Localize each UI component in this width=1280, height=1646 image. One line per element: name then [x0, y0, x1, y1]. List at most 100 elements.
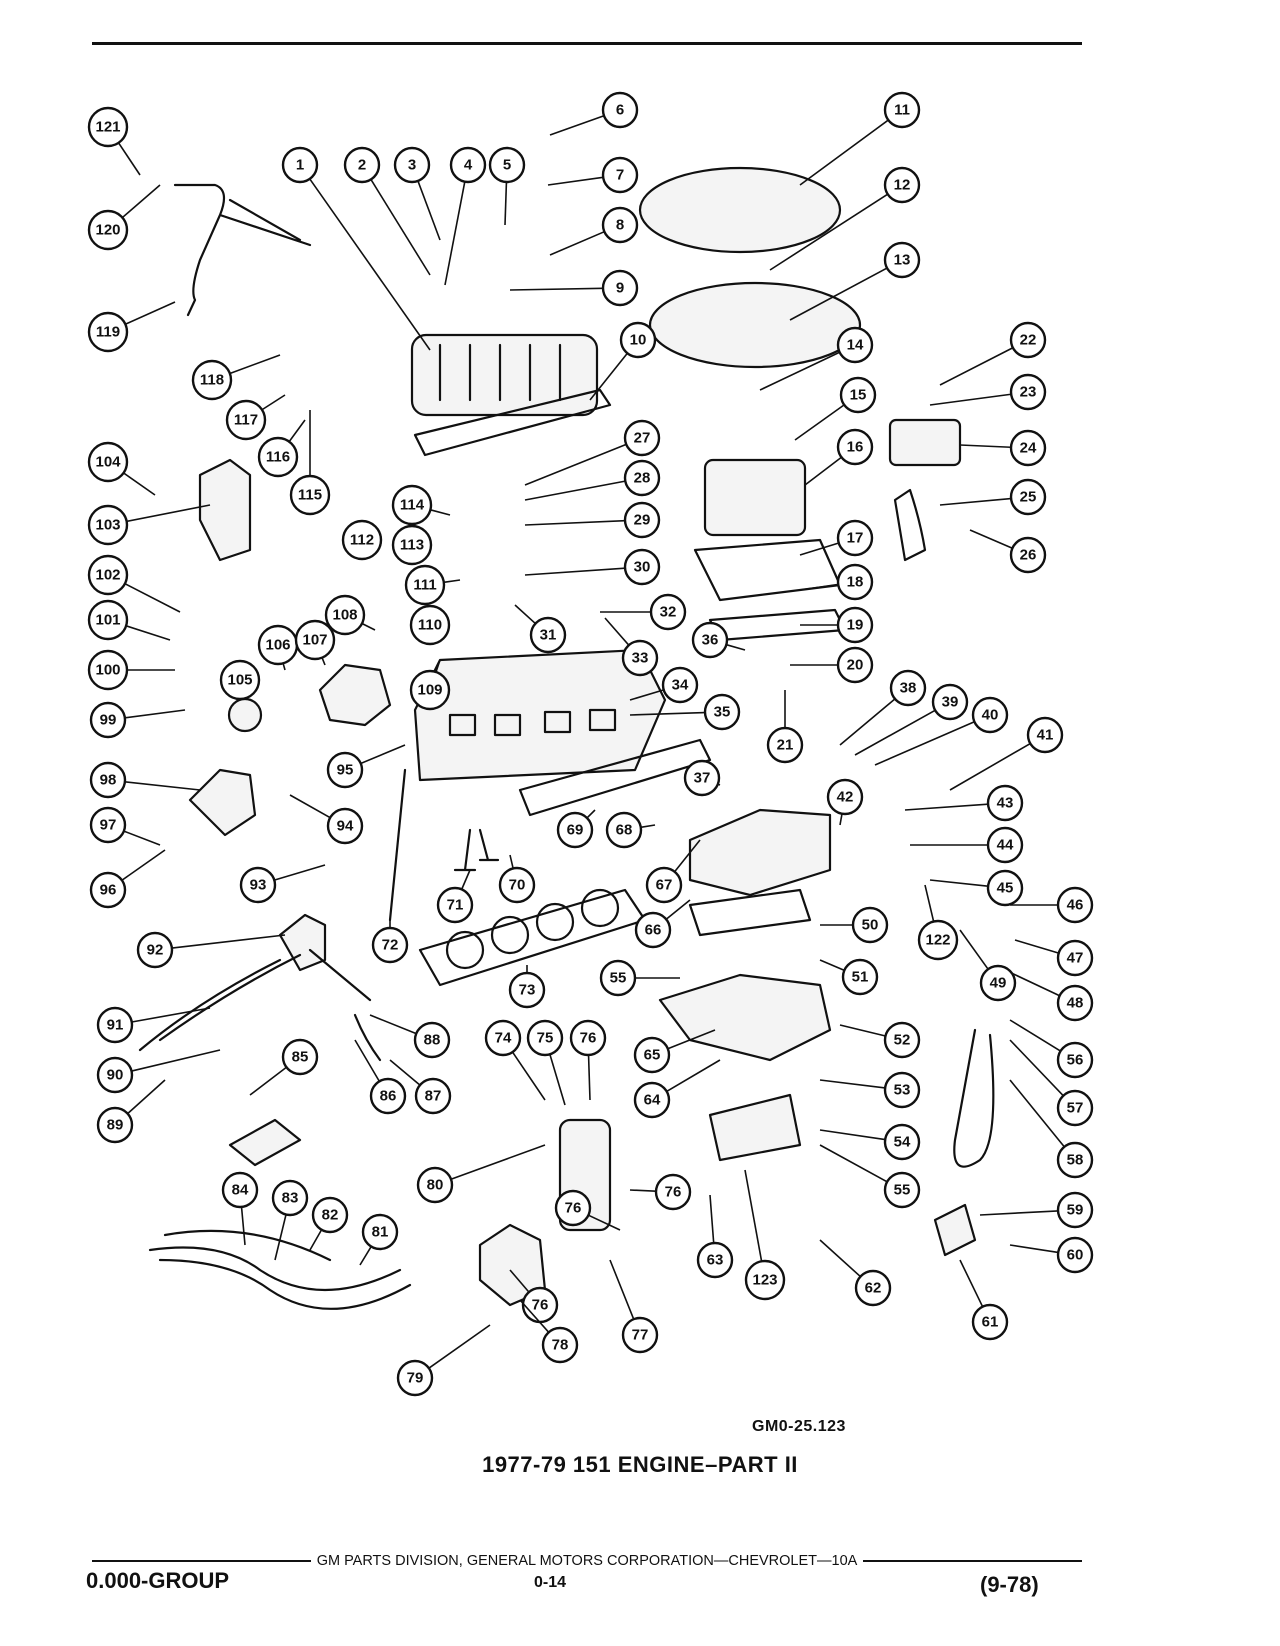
thermostat-part — [227, 697, 263, 733]
callout-74: 74 — [484, 1019, 546, 1101]
callout-circle — [971, 1303, 1009, 1341]
callout-circle — [1009, 536, 1047, 574]
callout-circle — [1056, 1041, 1094, 1079]
pushrod-part — [388, 768, 407, 922]
callout-number: 81 — [372, 1224, 389, 1241]
footer-group: 0.000-GROUP — [86, 1568, 230, 1593]
callout-12: 12 — [769, 166, 921, 271]
callout-leader-line — [804, 456, 842, 486]
part-illustrations — [138, 166, 995, 1310]
callout-43: 43 — [904, 784, 1024, 822]
dipstick-tube-part — [953, 1028, 995, 1168]
callout-circle — [361, 1213, 399, 1251]
callout-circle — [836, 646, 874, 684]
callout-leader-line — [604, 617, 630, 646]
callout-leader-line — [924, 884, 935, 922]
callout-94: 94 — [289, 794, 364, 845]
callout-number: 90 — [107, 1067, 124, 1084]
callout-76: 76 — [569, 1019, 607, 1101]
callout-110: 110 — [409, 604, 451, 646]
callout-26: 26 — [969, 529, 1047, 574]
callout-leader-line — [799, 542, 839, 556]
callout-circle — [89, 701, 127, 739]
callout-number: 76 — [565, 1200, 582, 1217]
callout-circle — [889, 669, 927, 707]
callout-number: 115 — [298, 487, 322, 504]
callout-number: 44 — [997, 837, 1014, 854]
callout-leader-line — [524, 519, 626, 526]
fuel-lines-part — [138, 948, 372, 1052]
callout-circle — [661, 666, 699, 704]
callout-circle — [136, 931, 174, 969]
callout-circle — [986, 869, 1024, 907]
callout-leader-line — [1009, 1039, 1064, 1097]
callout-number: 32 — [660, 604, 677, 621]
callout-circle — [601, 269, 639, 307]
callout-119: 119 — [87, 301, 176, 353]
callout-leader-line — [949, 742, 1031, 791]
callout-number: 73 — [519, 982, 536, 999]
callout-number: 26 — [1020, 547, 1037, 564]
water-outlet-part — [188, 768, 257, 837]
callout-leader-line — [1009, 1244, 1059, 1254]
callout-circle — [219, 659, 261, 701]
callout-leader-line — [794, 404, 845, 441]
callout-leader-line — [509, 1269, 530, 1293]
callout-circle — [633, 1036, 671, 1074]
callout-circle — [87, 504, 129, 546]
callout-circle — [541, 1326, 579, 1364]
callout-number: 47 — [1067, 950, 1084, 967]
callout-number: 53 — [894, 1082, 911, 1099]
callout-circle — [87, 106, 129, 148]
callout-leader-line — [274, 1214, 287, 1261]
callout-circle — [326, 751, 364, 789]
callout-number: 19 — [847, 617, 864, 634]
callout-114: 114 — [391, 484, 451, 526]
callout-39: 39 — [854, 683, 969, 756]
callout-56: 56 — [1009, 1019, 1094, 1079]
callout-45: 45 — [929, 869, 1024, 907]
callout-number: 110 — [418, 617, 442, 634]
callout-91: 91 — [96, 1006, 211, 1044]
callout-number: 1 — [296, 157, 304, 174]
callout-circle — [836, 428, 874, 466]
callout-leader-line — [759, 351, 840, 391]
callout-66: 66 — [634, 899, 691, 949]
callout-58: 58 — [1009, 1079, 1094, 1179]
callout-38: 38 — [839, 669, 927, 746]
callout-105: 105 — [219, 659, 261, 701]
callout-circle — [369, 1077, 407, 1115]
callout-leader-line — [547, 176, 604, 186]
callout-leader-line — [229, 354, 281, 375]
callout-leader-line — [819, 1079, 886, 1089]
callout-circle — [409, 669, 451, 711]
callout-number: 76 — [532, 1297, 549, 1314]
top-rule — [92, 42, 1082, 45]
callout-circle — [87, 441, 129, 483]
callout-69: 69 — [556, 809, 596, 849]
callout-circle — [971, 696, 1009, 734]
callout-leader-line — [124, 582, 181, 613]
callout-37: 37 — [683, 759, 721, 797]
callout-98: 98 — [89, 761, 201, 799]
callout-circle — [1026, 716, 1064, 754]
callout-number: 120 — [95, 222, 120, 239]
callout-number: 39 — [942, 694, 959, 711]
callout-number: 108 — [332, 607, 357, 624]
callout-number: 80 — [427, 1177, 444, 1194]
callout-52: 52 — [839, 1021, 921, 1059]
callout-leader-line — [589, 352, 629, 401]
callout-number: 49 — [990, 975, 1007, 992]
callout-circle — [239, 866, 277, 904]
callout-circle — [569, 1019, 607, 1057]
callout-number: 78 — [552, 1337, 569, 1354]
callout-number: 72 — [382, 937, 399, 954]
callout-number: 25 — [1020, 489, 1037, 506]
callout-leader-line — [929, 879, 989, 887]
callout-16: 16 — [804, 428, 874, 486]
callout-number: 23 — [1020, 384, 1037, 401]
callout-leader-line — [799, 583, 839, 591]
callout-number: 74 — [495, 1030, 512, 1047]
callout-9: 9 — [509, 269, 639, 307]
callout-circle — [89, 806, 127, 844]
